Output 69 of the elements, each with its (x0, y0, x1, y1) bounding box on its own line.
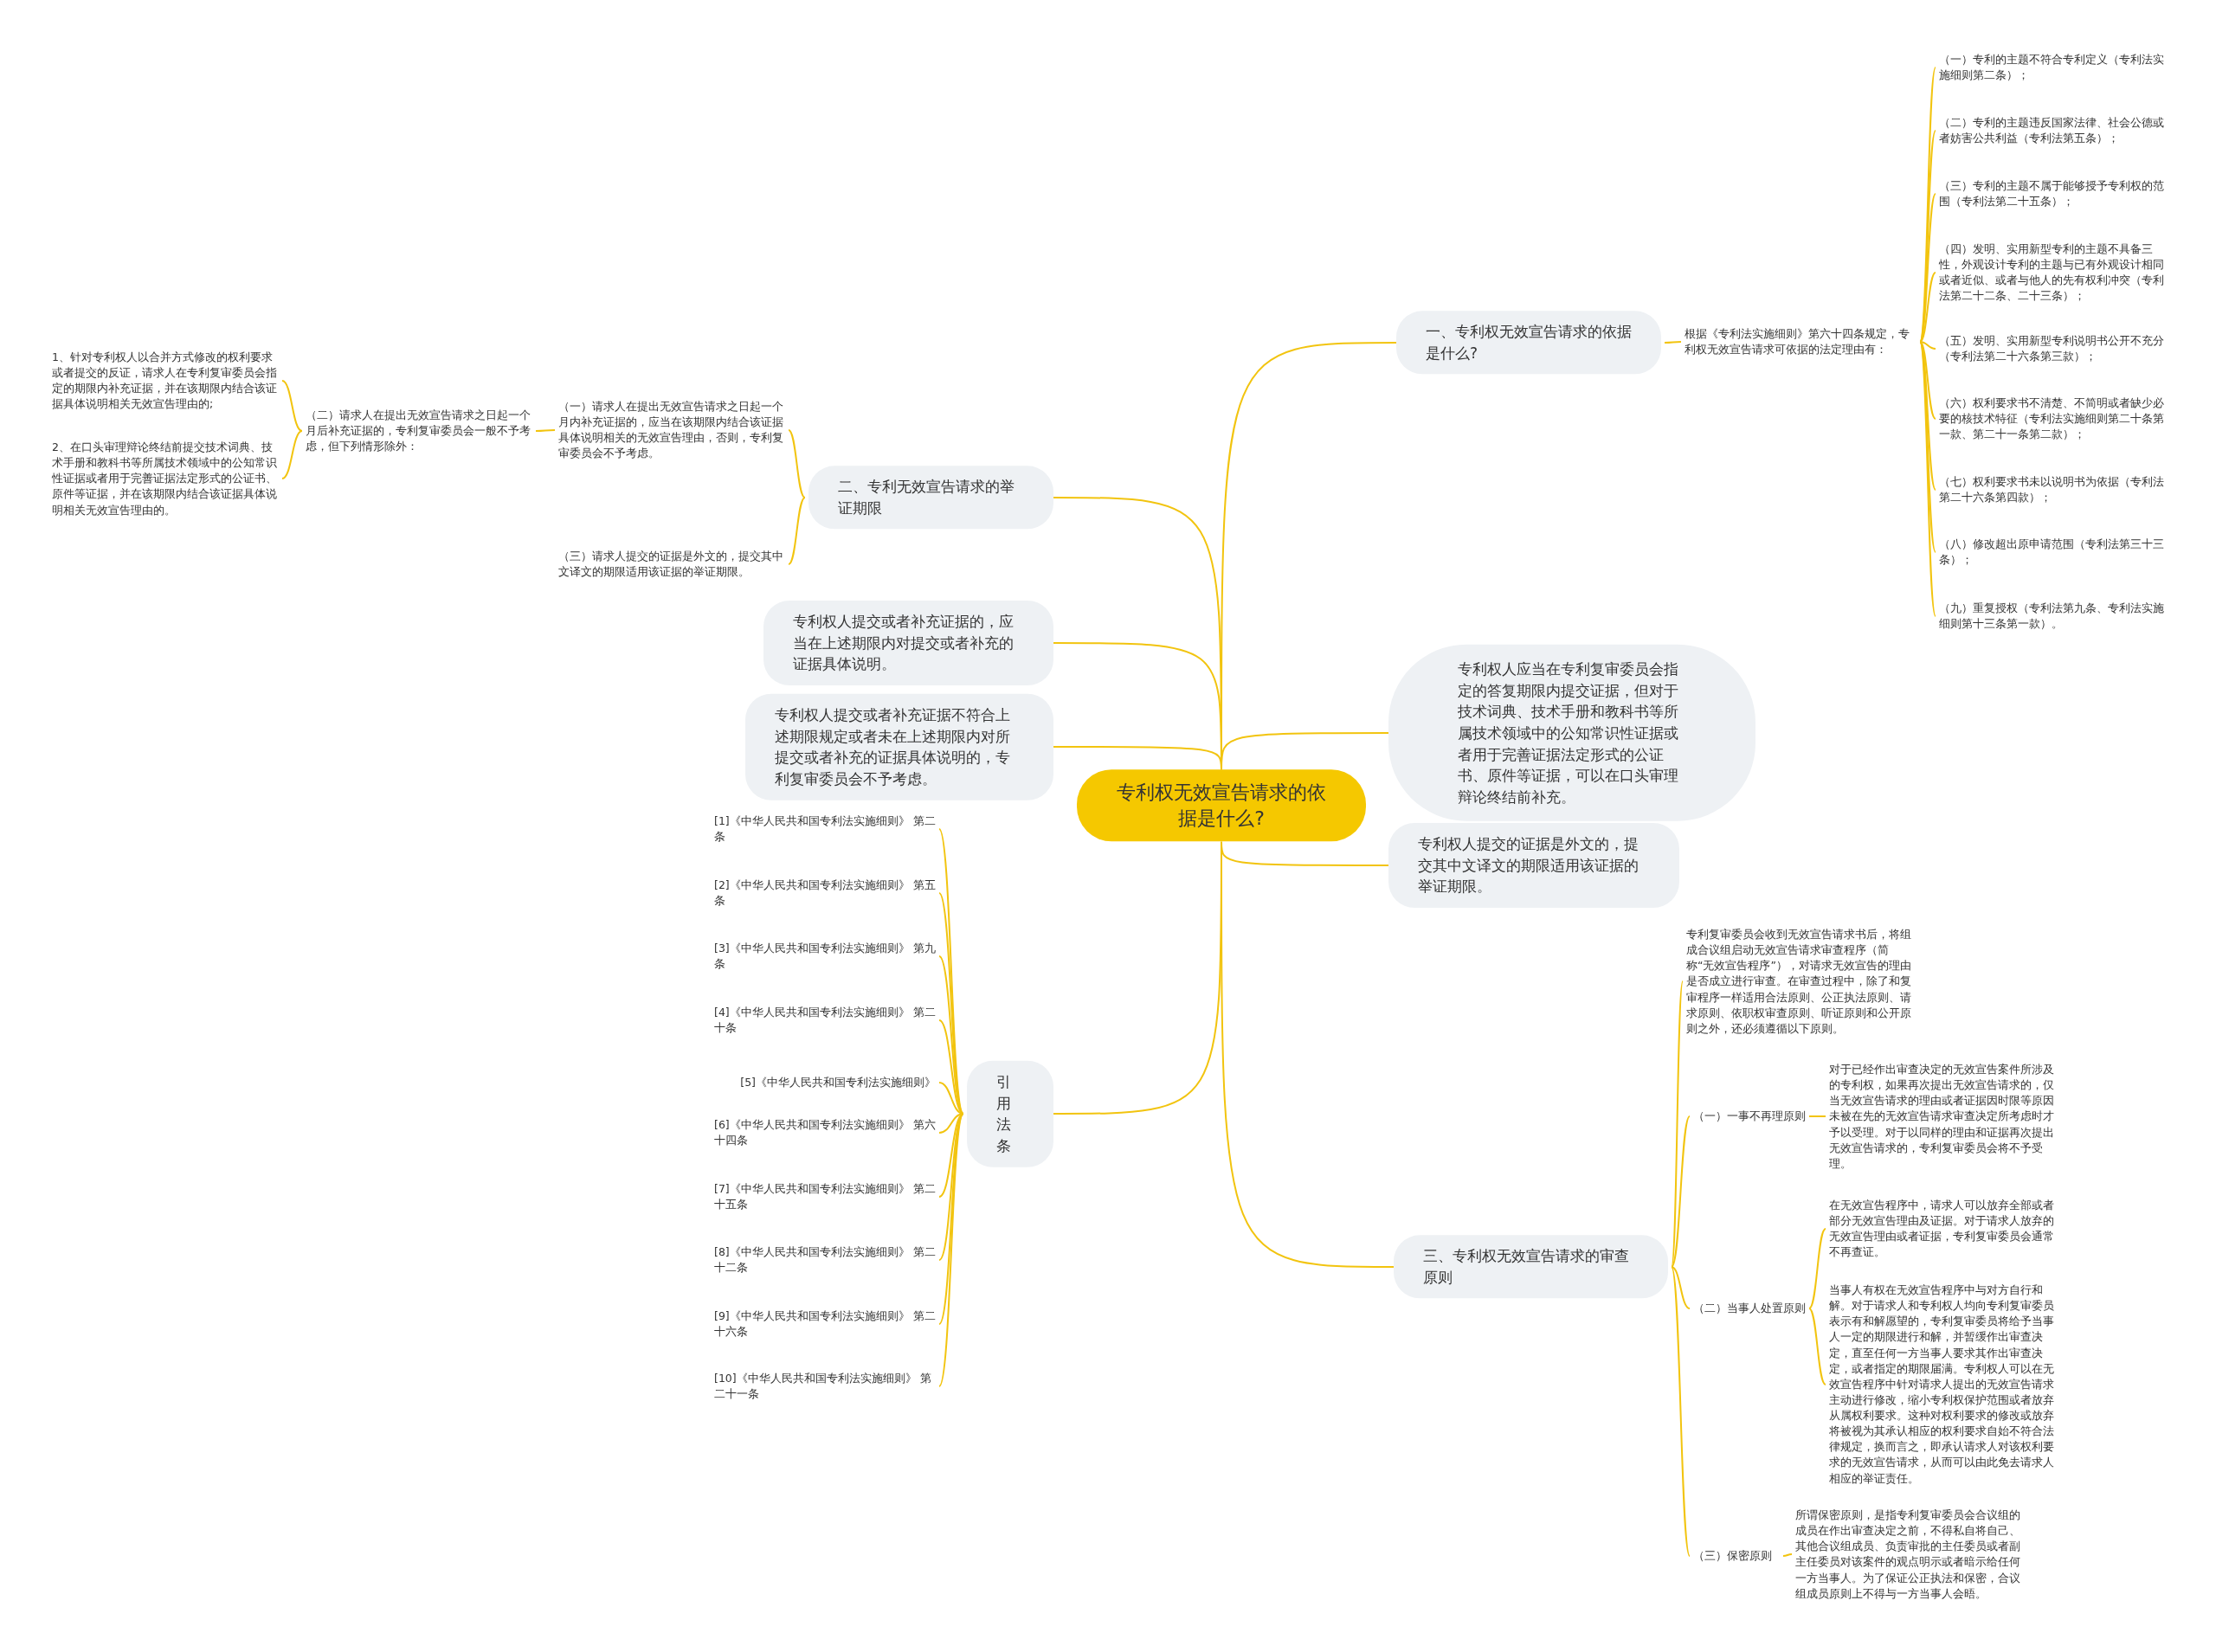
topic-text: [9]《中华人民共和国专利法实施细则》 第二十六条 (714, 1308, 936, 1340)
topic-text: （七）权利要求书未以说明书为依据（专利法第二十六条第四款）； (1939, 473, 2173, 506)
connector (281, 430, 303, 479)
topic-text: 所谓保密原则，是指专利复审委员会合议组的成员在作出审查决定之前，不得私自将自己、其他合议组成员、负责审批的主任委员或者副主任委员对该案件的观点明示或者暗示给任何一方当事人。为了保证公正执法和保密，合议组成员原则上不得与一方当事人会晤。 (1795, 1507, 2024, 1602)
connector (938, 1113, 964, 1387)
connector (1808, 1228, 1826, 1309)
topic-text: 对于已经作出审查决定的无效宣告案件所涉及的专利权，如果再次提出无效宣告请求的，仅当无效宣告请求的理由或者证据因时限等原因未被在先的无效宣告请求审查决定所考虑时才予以受理。对于以同样的理由和证据再次提出无效宣告请求的，专利复审委员会将不予受理。 (1829, 1061, 2058, 1172)
topic-text: 专利复审委员会收到无效宣告请求书后，将组成合议组启动无效宣告请求审查程序（简称“无效宣告程序”），对请求无效宣告的理由是否成立进行审查。在审查过程中，除了和复审程序一样适用合法原则、公正执法原则、请求原则、依职权审查原则、听证原则和公开原则之外，还必须遵循以下原则。 (1686, 926, 1915, 1037)
connector (1808, 1308, 1826, 1385)
topic-text: （三）专利的主题不属于能够授予专利权的范围（专利法第二十五条）； (1939, 177, 2173, 210)
topic-text: （一）请求人在提出无效宣告请求之日起一个月内补充证据的，应当在该期限内结合该证据具体说明相关的无效宣告理由，否则，专利复审委员会不予考虑。 (558, 398, 785, 462)
connector (1919, 341, 1936, 420)
connector (938, 1113, 964, 1198)
topic-text: （二）专利的主题违反国家法律、社会公德或者妨害公共利益（专利法第五条）； (1939, 114, 2173, 147)
topic-text: （三）请求人提交的证据是外文的，提交其中文译文的期限适用该证据的举证期限。 (558, 548, 785, 581)
topic-text: 2、在口头审理辩论终结前提交技术词典、技术手册和教科书等所属技术领域中的公知常识性证据或者用于完善证据法定形式的公证书、原件等证据，并在该期限内结合该证据具体说明相关无效宣告理由的。 (52, 439, 279, 518)
topic-text: [7]《中华人民共和国专利法实施细则》 第二十五条 (714, 1180, 936, 1213)
topic-text: 根据《专利法实施细则》第六十四条规定，专利权无效宣告请求可依据的法定理由有： (1685, 325, 1916, 358)
topic-pill: 专利权人提交或者补充证据的，应当在上述期限内对提交或者补充的证据具体说明。 (763, 601, 1053, 685)
connector (535, 429, 556, 432)
connector (1919, 341, 1936, 617)
topic-text: [1]《中华人民共和国专利法实施细则》 第二条 (714, 813, 936, 845)
topic-text: （四）发明、实用新型专利的主题不具备三性，外观设计专利的主题与已有外观设计相同或者近似、或者与他人的先有权利冲突（专利法第二十二条、二十三条）； (1939, 241, 2173, 305)
topic-text: 在无效宣告程序中，请求人可以放弃全部或者部分无效宣告理由及证据。对于请求人放弃的无效宣告理由或者证据，专利复审委员会通常不再查证。 (1829, 1197, 2058, 1261)
topic-text: （一）专利的主题不符合专利定义（专利法实施细则第二条）； (1939, 51, 2173, 84)
connector (938, 1113, 964, 1325)
topic-pill: 专利权人提交或者补充证据不符合上述期限规定或者未在上述期限内对所提交或者补充的证据具体说明的，专利复审委员会不予考虑。 (745, 693, 1053, 800)
topic-text: [10]《中华人民共和国专利法实施细则》 第二十一条 (714, 1370, 936, 1403)
topic-text: [8]《中华人民共和国专利法实施细则》 第二十二条 (714, 1244, 936, 1276)
connector (788, 429, 806, 498)
central-topic: 专利权无效宣告请求的依据是什么? (1077, 769, 1366, 842)
connector (1782, 1553, 1793, 1557)
topic-text: [4]《中华人民共和国专利法实施细则》 第二十条 (714, 1004, 936, 1037)
topic-pill: 专利权人提交的证据是外文的，提交其中文译文的期限适用该证据的举证期限。 (1388, 823, 1679, 908)
topic-pill: 一、专利权无效宣告请求的依据是什么? (1396, 311, 1661, 375)
connector (1664, 341, 1682, 344)
connector (1919, 130, 1936, 343)
connector (938, 892, 964, 1115)
topic-pill: 三、专利权无效宣告请求的审查原则 (1394, 1235, 1668, 1299)
connector (1221, 732, 1389, 771)
connector (1919, 341, 1936, 491)
connector (1671, 980, 1684, 1268)
topic-text: （九）重复授权（专利法第九条、专利法实施细则第十三条第一款）。 (1939, 600, 2173, 633)
topic-text: [6]《中华人民共和国专利法实施细则》 第六十四条 (714, 1116, 936, 1149)
topic-text: （五）发明、实用新型专利说明书公开不充分（专利法第二十六条第三款）； (1939, 332, 2173, 365)
topic-text: 当事人有权在无效宣告程序中与对方自行和解。对于请求人和专利权人均向专利复审委员表示有和解愿望的，专利复审委员将给予当事人一定的期限进行和解，并暂缓作出审查决定，直至任何一方当事人要求其作出审查决定，或者指定的期限届满。专利权人可以在无效宣告程序中针对请求人提出的无效宣告请求主动进行修改，缩小专利权保护范围或者放弃从属权利要求。这种对权利要求的修改或放弃将被视为其承认相应的权利要求自始不符合法律规定，换而言之，即承认请求人对该权利要求的无效宣告请求，从而可以由此免去请求人相应的举证责任。 (1829, 1282, 2058, 1487)
connector (938, 1082, 964, 1115)
connector (1671, 1266, 1691, 1557)
topic-pill: 二、专利无效宣告请求的举证期限 (808, 466, 1053, 530)
connector (1808, 1115, 1826, 1117)
topic-text: （一）一事不再理原则 (1693, 1108, 1806, 1125)
connector (1671, 1115, 1691, 1268)
topic-pill: 引用法条 (967, 1060, 1053, 1167)
topic-text: [5]《中华人民共和国专利法实施细则》 (714, 1074, 936, 1091)
connector (938, 1019, 964, 1115)
topic-text: （八）修改超出原申请范围（专利法第三十三条）； (1939, 536, 2173, 569)
topic-text: [3]《中华人民共和国专利法实施细则》 第九条 (714, 940, 936, 973)
topic-pill: 专利权人应当在专利复审委员会指定的答复期限内提交证据，但对于技术词典、技术手册和教科书等所属技术领域中的公知常识性证据或者用于完善证据法定形式的公证书、原件等证据，可以在口头审理辩论终结前补充。 (1388, 644, 1755, 822)
topic-text: 1、针对专利权人以合并方式修改的权利要求或者提交的反证，请求人在专利复审委员会指定的期限内补充证据，并在该期限内结合该证据具体说明相关无效宣告理由的; (52, 349, 279, 413)
connector (1919, 272, 1936, 343)
topic-text: （二）当事人处置原则 (1693, 1300, 1806, 1317)
topic-text: （二）请求人在提出无效宣告请求之日起一个月后补充证据的，专利复审委员会一般不予考虑，但下列情形除外： (306, 407, 532, 455)
connector (1671, 1266, 1691, 1309)
topic-text: （六）权利要求书不清楚、不简明或者缺少必要的核技术特征（专利法实施细则第二十条第一款、第二十一条第二款）； (1939, 395, 2173, 443)
connector (281, 380, 303, 432)
topic-text: [2]《中华人民共和国专利法实施细则》 第五条 (714, 877, 936, 910)
connector (1919, 341, 1936, 350)
connector (788, 497, 806, 565)
topic-text: （三）保密原则 (1693, 1547, 1780, 1565)
